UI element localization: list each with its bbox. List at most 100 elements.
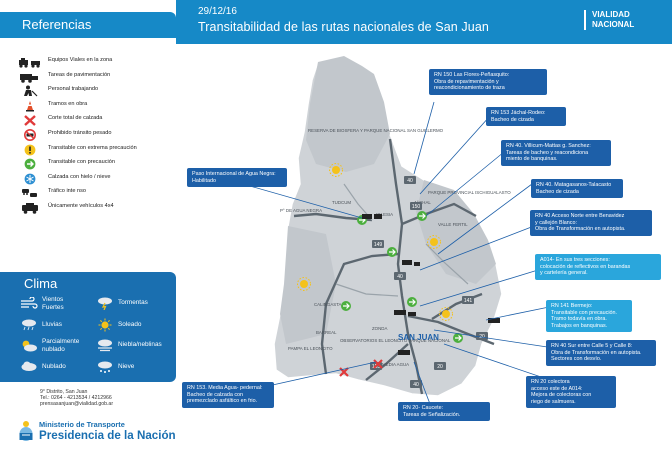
logo-line-1: VIALIDAD [592,10,630,19]
road-closed-icon [18,114,42,127]
extreme-caution-icon [18,144,42,156]
label-iglesia: IGLESIA [376,212,393,217]
legend-item: Tareas de pavimentación [18,70,174,85]
callout-text: RN 150 Las Flores-Peñasquito: Obra de re… [434,72,510,92]
clima-item: Tormentas [96,296,148,310]
referencias-header: Referencias [0,12,176,38]
caution-icon [18,158,42,170]
callout-a014: A014- En sus tres secciones: colocación … [535,254,661,280]
snow-icon [96,360,114,374]
callout-rn40-acceso-norte: RN 40 Acceso Norte entre Benavidez y cal… [530,210,652,236]
callout-rn40-matagasanos: RN 40. Matagasanos-Talacasto Bacheo de c… [531,179,623,199]
map-canvas: RESERVA DE BIOSFERA Y PARQUE NACIONAL SA… [249,55,555,405]
paving-icon [18,71,42,83]
label-valle-fertil: VALLE FERTIL [438,222,468,227]
label-barreal: BARREAL [316,330,337,335]
page-title: Transitabilidad de las rutas nacionales … [198,20,489,34]
caution-icon [387,247,397,257]
callout-rn40-sur: RN 40 Sur entre Calle 5 y Calle 8: Obra … [546,340,656,366]
clima-item: Parcialmente nublado [20,338,79,354]
clima-label: Niebla/neblinas [118,341,162,348]
route-number: 40 [397,274,403,280]
clima-title: Clima [24,276,58,291]
heavy-traffic-icon [18,187,42,199]
legend-item: Tramos en obra [18,99,174,114]
clima-label: Parcialmente nublado [42,338,80,353]
label-ischigualasto: PARQUE PROVINCIAL ISCHIGUALASTO [428,190,511,195]
legend-item: Transitable con precaución [18,157,174,172]
vialidad-nacional-logo: VIALIDAD NACIONAL [584,10,644,30]
clima-label: Nieve [118,363,135,370]
legend-label: Personal trabajando [48,86,99,93]
clima-label: Tormentas [118,299,148,306]
label-tudcum: TUDCUM [332,200,351,205]
road-equipment-icon [488,318,500,323]
legend-label: Corte total de calzada [48,115,103,122]
caution-icon [407,297,417,307]
ministry-logo: Ministerio de Transporte Presidencia de … [18,420,176,442]
clima-panel: Clima Vientos Fuertes Tormentas Lluvias … [0,272,176,382]
legend-item: Tráfico inte nso [18,186,174,201]
clima-item: Lluvias [20,318,62,332]
clima-label: Nublado [42,363,66,370]
legend-item: Prohibido tránsito pesado [18,128,174,143]
clima-label: Vientos Fuertes [42,296,64,311]
route-number: 150 [412,204,421,210]
callout-leaders [249,101,555,405]
sun-icon [329,163,343,177]
callout-text: RN 141 Bermejo: Transitable con precauci… [551,303,618,329]
no-trucks-icon [18,128,42,141]
label-zonda: ZONDA [372,326,387,331]
route-number: 141 [464,298,473,304]
legend-label: Calzada con hielo / nieve [48,173,111,180]
callout-agua-negra: Paso Internacional de Agua Negra: Habili… [187,168,287,188]
route-number: 149 [374,242,383,248]
road-closed-icon [373,359,383,369]
label-san-guillermo: RESERVA DE BIOSFERA Y PARQUE NACIONAL SA… [308,128,444,133]
route-150 [401,202,477,226]
four-by-four-icon [18,202,42,214]
contact-email: prensasanjuan@vialidad.gob.ar [40,401,114,408]
region-labels: RESERVA DE BIOSFERA Y PARQUE NACIONAL SA… [280,128,511,367]
wind-icon [20,297,38,311]
fog-icon [96,338,114,352]
cloud-icon [20,360,38,374]
legend-label: Tareas de pavimentación [48,71,111,78]
route-number: 20 [437,364,443,370]
clima-item: Nublado [20,360,66,374]
road-equipment-icon [362,214,382,219]
route-149 [320,252,399,375]
legend-label: Prohibido tránsito pesado [48,129,112,136]
header-band: 29/12/16 Transitabilidad de las rutas na… [176,0,672,44]
callout-rn153-media-agua: RN 153. Media Agua- pedernal: Bacheo de … [182,382,274,408]
clima-label: Soleado [118,321,142,328]
callout-text: RN 20- Caucete: Tareas de Señalización. [403,405,461,418]
legend-label: Tramos en obra [48,100,88,107]
callout-rn20-caucete: RN 20- Caucete: Tareas de Señalización. [398,402,490,422]
callout-text: Paso Internacional de Agua Negra: Habili… [192,171,276,184]
label-pampa: PAMPA EL LEONCITO [288,346,333,351]
region-east [416,180,496,284]
snowflake-icon [18,173,42,185]
legend-label: Únicamente vehículos 4x4 [48,202,114,209]
clima-item: Vientos Fuertes [20,296,64,312]
callout-rn40-villicum: RN 40. Villicum-Mattas g. Sanchez: Tarea… [501,140,611,166]
label-calingasta: CALINGASTA [314,302,342,307]
caution-icon [417,211,427,221]
callout-rn150: RN 150 Las Flores-Peñasquito: Obra de re… [429,69,547,95]
contact-district: 9° Distrito, San Juan [40,389,88,395]
clima-item: Niebla/neblinas [96,338,162,352]
route-number: 40 [413,382,419,388]
legend-item: Únicamente vehículos 4x4 [18,201,174,216]
route-number: 40 [407,178,413,184]
contact-phone: Tel.: 0264 - 4213534 / 4212966 [40,395,112,402]
contact-info: 9° Distrito, San Juan Tel.: 0264 - 42135… [40,389,113,408]
sun-icon [297,277,311,291]
road-equipment-icon [398,350,410,355]
label-agua-negra: P° DE AGUA NEGRA [280,208,322,213]
legend-label: Tráfico inte nso [48,188,87,195]
report-date: 29/12/16 [198,6,237,17]
clima-label: Lluvias [42,321,62,328]
road-equipment-icon [18,56,42,68]
caution-icon [453,333,463,343]
